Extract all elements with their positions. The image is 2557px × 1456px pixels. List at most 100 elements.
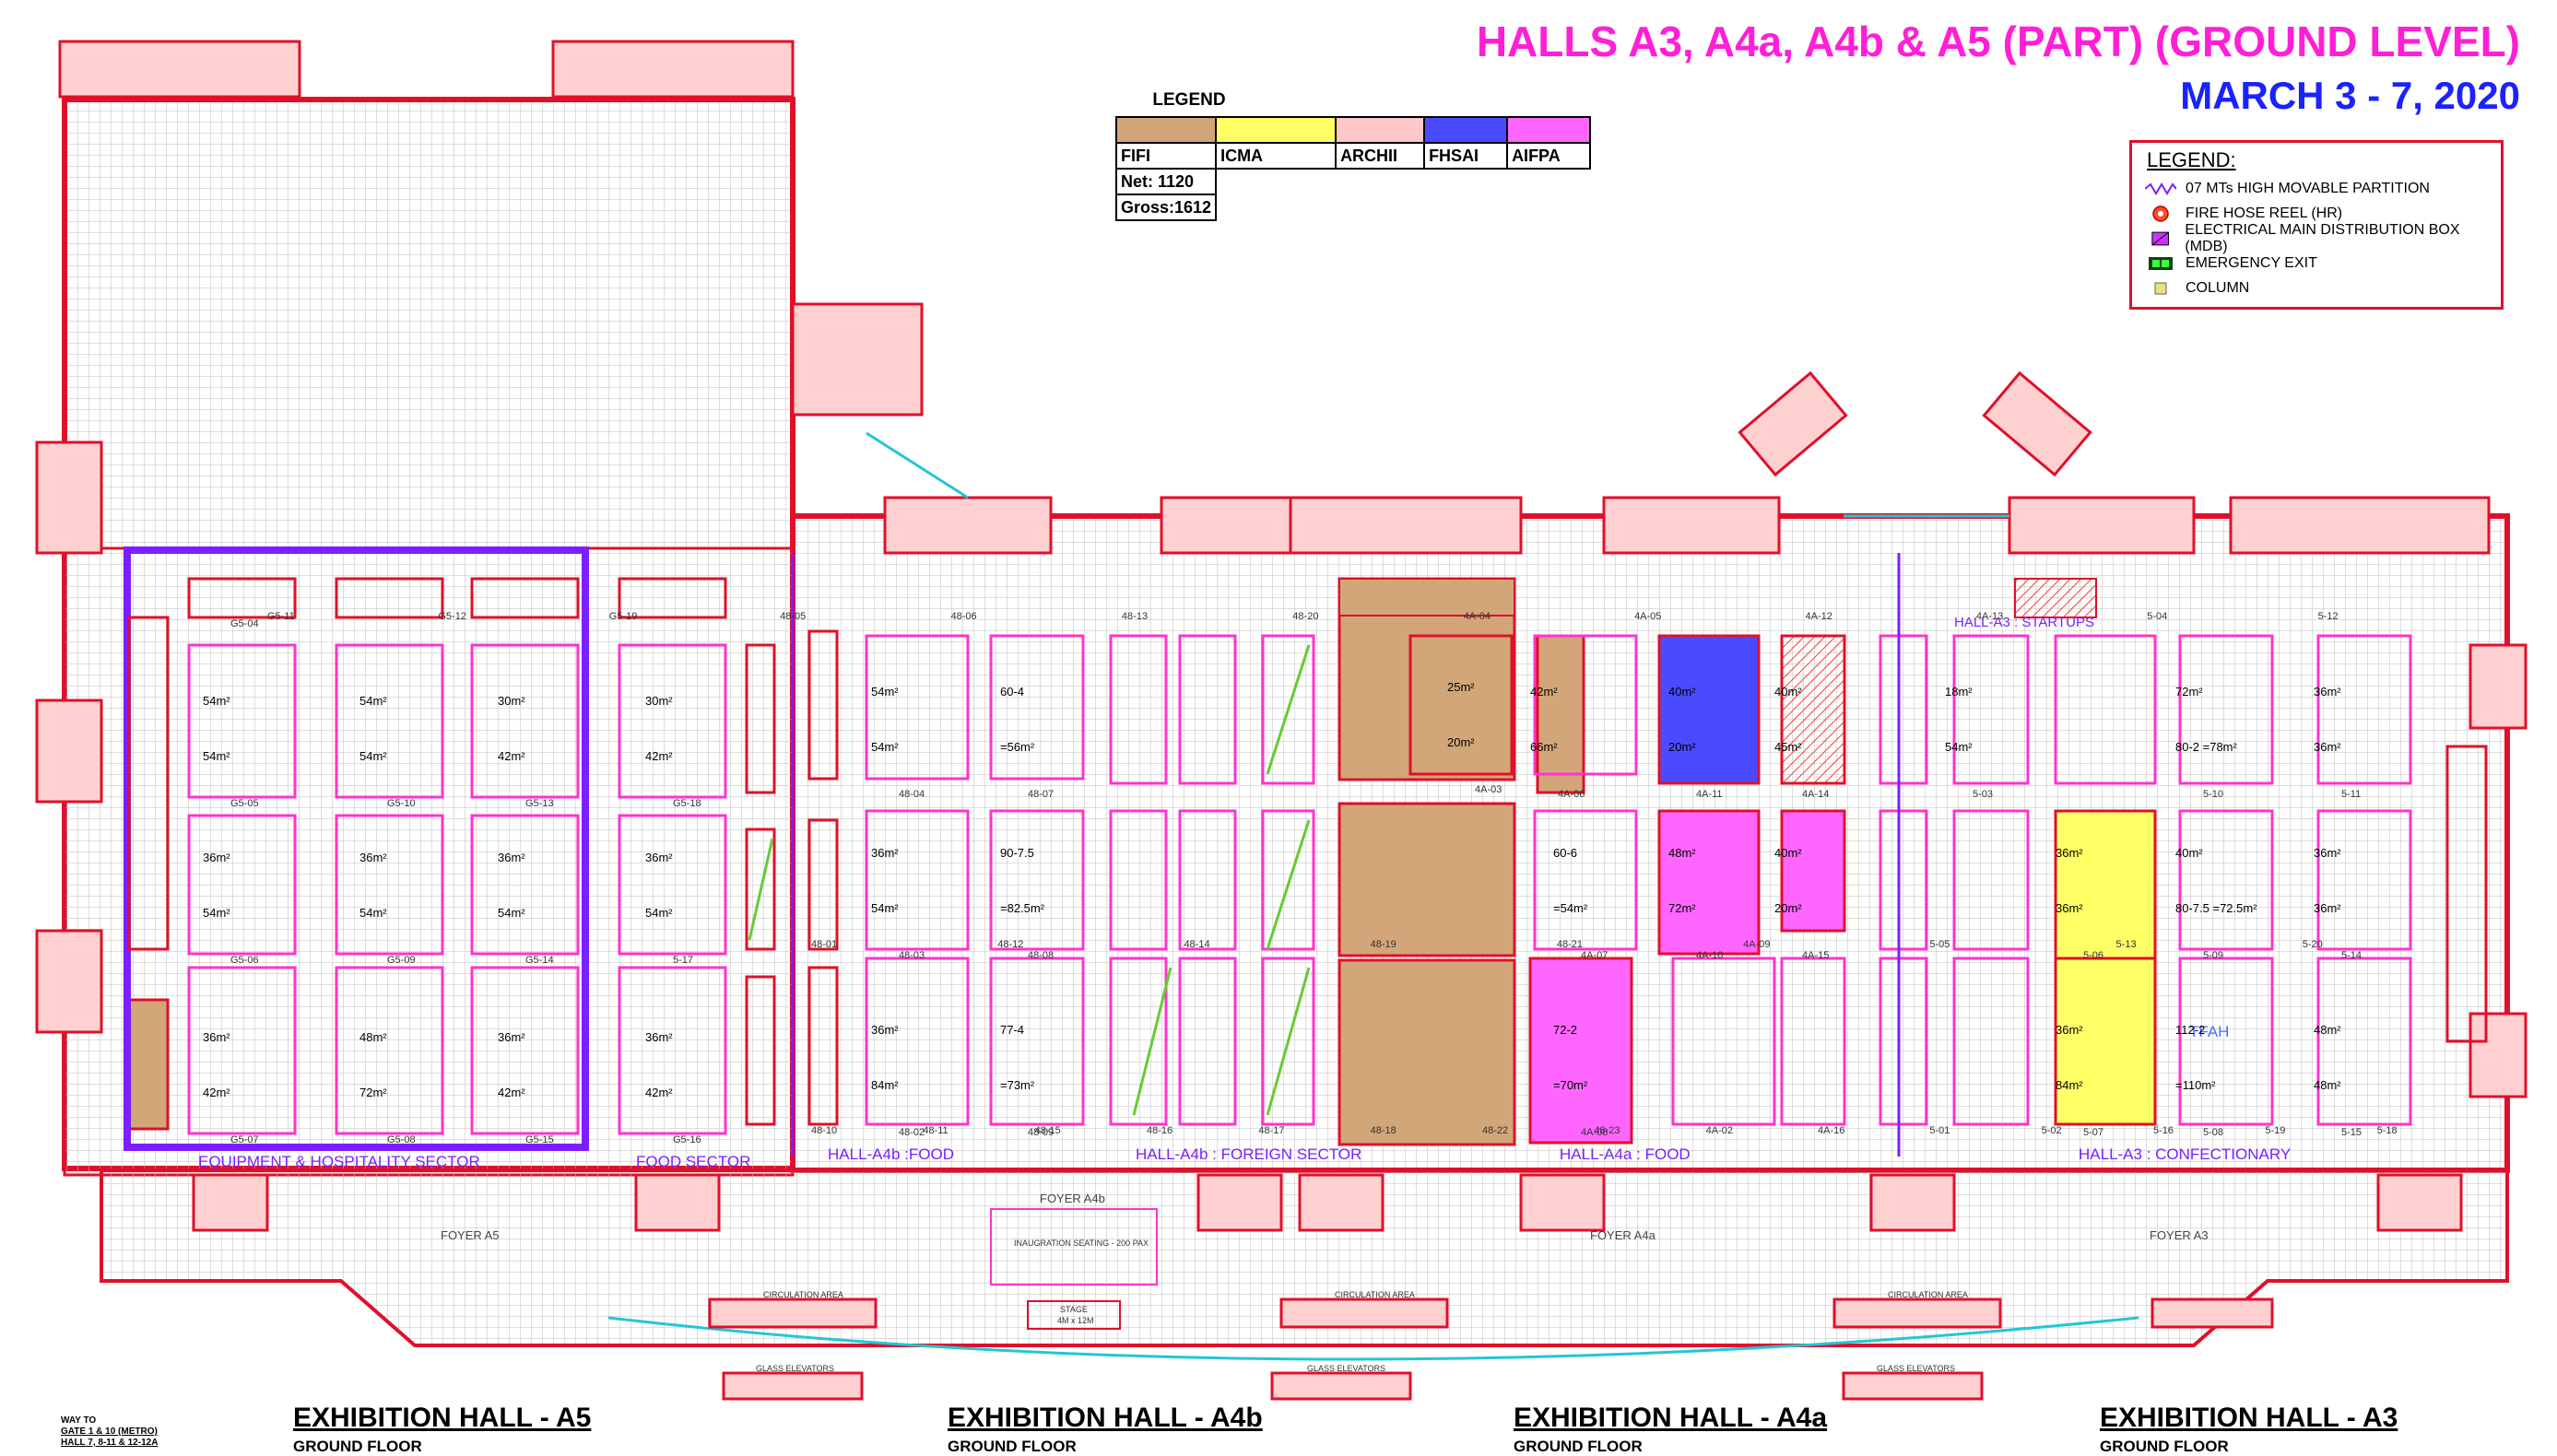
stand-area: 54m² bbox=[871, 685, 899, 699]
row-stand-code: 4A-09 bbox=[1743, 939, 1770, 950]
color-legend-title: LEGEND bbox=[1152, 90, 1226, 110]
stand-area: 60-4 bbox=[1000, 685, 1024, 699]
stand-area: 20m² bbox=[1774, 901, 1802, 915]
stand-code: G5-13 bbox=[525, 798, 554, 809]
legend-label-aifpa: AIFPA bbox=[1506, 142, 1592, 170]
event-dates: MARCH 3 - 7, 2020 bbox=[2180, 74, 2520, 117]
stand-area: 18m² bbox=[1945, 685, 1973, 699]
stand-area: 54m² bbox=[203, 694, 230, 708]
stand-code: 4A-06 bbox=[1558, 789, 1585, 800]
row-stand-code: 5-16 bbox=[2153, 1125, 2174, 1136]
stand-code: G5-18 bbox=[673, 798, 701, 809]
stand-area: 48m² bbox=[2314, 1023, 2341, 1037]
stand-area: 77-4 bbox=[1000, 1023, 1024, 1037]
way-line: HALL 7, 8-11 & 12-12A bbox=[61, 1438, 159, 1448]
row-stand-code: 4A-12 bbox=[1805, 611, 1832, 622]
stand-area: 84m² bbox=[2056, 1078, 2083, 1092]
plan-labels: EQUIPMENT & HOSPITALITY SECTOR FOOD SECT… bbox=[198, 615, 2291, 1373]
stand-code: G5-16 bbox=[673, 1134, 701, 1145]
stand-code: 5-07 bbox=[2083, 1127, 2103, 1138]
legend-swatch-aifpa bbox=[1506, 116, 1592, 144]
stand-code: 4A-11 bbox=[1696, 789, 1723, 800]
legend-label: FIRE HOSE REEL (HR) bbox=[2186, 205, 2343, 221]
stand-area: =70m² bbox=[1553, 1078, 1588, 1092]
row-stand-code: 5-05 bbox=[1929, 939, 1950, 950]
building-walls bbox=[62, 97, 2510, 1177]
stand-code: 5-11 bbox=[2341, 789, 2361, 800]
stand-code: 5-14 bbox=[2341, 950, 2362, 961]
row-stand-code: 5-12 bbox=[2318, 611, 2339, 622]
fire-hose-reel-icon bbox=[2152, 205, 2169, 222]
row-stand-code: 4A-13 bbox=[1976, 611, 2003, 622]
circulation-label: CIRCULATION AREA bbox=[1888, 1290, 1968, 1299]
stand-area: 42m² bbox=[498, 749, 525, 763]
service-blocks bbox=[35, 40, 2528, 1098]
row-stand-code: 48-11 bbox=[923, 1125, 948, 1136]
stand-area: 30m² bbox=[645, 694, 673, 708]
stand-area: 42m² bbox=[1530, 685, 1558, 699]
hall-name: EXHIBITION HALL - A5 bbox=[293, 1403, 592, 1433]
stand-code: 48-04 bbox=[899, 789, 925, 800]
emergency-exit-icon bbox=[2149, 256, 2173, 270]
row-stand-code: 4A-04 bbox=[1464, 611, 1491, 622]
row-stand-code: 4A-16 bbox=[1818, 1125, 1844, 1136]
row-stand-code: 5-19 bbox=[2265, 1125, 2285, 1136]
stand-area: 54m² bbox=[203, 749, 230, 763]
row-stand-code: 5-01 bbox=[1929, 1125, 1950, 1136]
stand-code: 48-03 bbox=[899, 950, 925, 961]
stand-area: 66m² bbox=[1530, 740, 1558, 754]
stand-area: 36m² bbox=[645, 1030, 673, 1044]
column-icon bbox=[2154, 282, 2167, 294]
stand-area: 25m² bbox=[1447, 680, 1475, 694]
legend-label-archii: ARCHII bbox=[1335, 142, 1426, 170]
legend-row-column: COLUMN bbox=[2132, 276, 2501, 300]
legend-label: ELECTRICAL MAIN DISTRIBUTION BOX (MDB) bbox=[2185, 221, 2460, 254]
way-note: WAY TO GATE 1 & 10 (METRO) HALL 7, 8-11 … bbox=[61, 1415, 158, 1449]
stand-area: 80-7.5 =72.5m² bbox=[2175, 901, 2257, 915]
stand-area: 54m² bbox=[359, 906, 387, 920]
stand-code: 48-02 bbox=[899, 1127, 925, 1138]
legend-row-mdb: ELECTRICAL MAIN DISTRIBUTION BOX (MDB) bbox=[2132, 222, 2501, 254]
stand-area: 54m² bbox=[871, 740, 899, 754]
row-stand-code: 48-18 bbox=[1371, 1125, 1396, 1136]
stand-area: 40m² bbox=[1668, 685, 1696, 699]
elevator-label: GLASS ELEVATORS bbox=[1877, 1364, 1955, 1373]
way-line: GATE 1 & 10 (METRO) bbox=[61, 1427, 158, 1437]
sector-label: FOOD SECTOR bbox=[636, 1153, 750, 1170]
stage-label: STAGE bbox=[1060, 1305, 1088, 1314]
stand-area: 112-2 bbox=[2175, 1023, 2205, 1037]
stand-code: G5-14 bbox=[525, 955, 554, 966]
stand-area: 80-2 =78m² bbox=[2175, 740, 2238, 754]
stand-area: 36m² bbox=[2314, 901, 2341, 915]
stand-area: 36m² bbox=[2056, 1023, 2083, 1037]
stand-area: 54m² bbox=[871, 901, 899, 915]
stand-area: 90-7.5 bbox=[1000, 846, 1034, 860]
stand-code: 48-08 bbox=[1028, 950, 1054, 961]
stand-area: 20m² bbox=[1447, 735, 1475, 749]
row-stand-code: 48-23 bbox=[1594, 1125, 1620, 1136]
stand-code: G5-15 bbox=[525, 1134, 554, 1145]
row-stand-code: 5-20 bbox=[2303, 939, 2323, 950]
elevator-label: GLASS ELEVATORS bbox=[756, 1364, 834, 1373]
stand-area: 72m² bbox=[1668, 901, 1696, 915]
legend-swatch-icma bbox=[1215, 116, 1337, 144]
stand-area: 36m² bbox=[2056, 846, 2083, 860]
row-stand-code: 48-19 bbox=[1371, 939, 1396, 950]
movable-partitions bbox=[791, 553, 1901, 1157]
hall-name: EXHIBITION HALL - A4b bbox=[948, 1403, 1263, 1433]
row-stand-code: 48-22 bbox=[1482, 1125, 1508, 1136]
sector-label: EQUIPMENT & HOSPITALITY SECTOR bbox=[198, 1153, 480, 1170]
symbol-legend-title: LEGEND: bbox=[2147, 148, 2236, 171]
hall-floor: GROUND FLOOR bbox=[293, 1438, 422, 1455]
legend-label-fhsai: FHSAI bbox=[1423, 142, 1509, 170]
stand-area: 36m² bbox=[2314, 685, 2341, 699]
mdb-icon bbox=[2151, 231, 2170, 245]
stand-code: G5-07 bbox=[230, 1134, 259, 1145]
stand-code: G5-10 bbox=[387, 798, 416, 809]
foyer-label: FOYER A5 bbox=[441, 1228, 500, 1242]
stand-area: 40m² bbox=[1774, 846, 1802, 860]
stand-code: 5-03 bbox=[1973, 789, 1993, 800]
stand-area: 54m² bbox=[645, 906, 673, 920]
legend-label-fifi: FIFI bbox=[1114, 142, 1218, 170]
stand-area: 36m² bbox=[359, 851, 387, 864]
